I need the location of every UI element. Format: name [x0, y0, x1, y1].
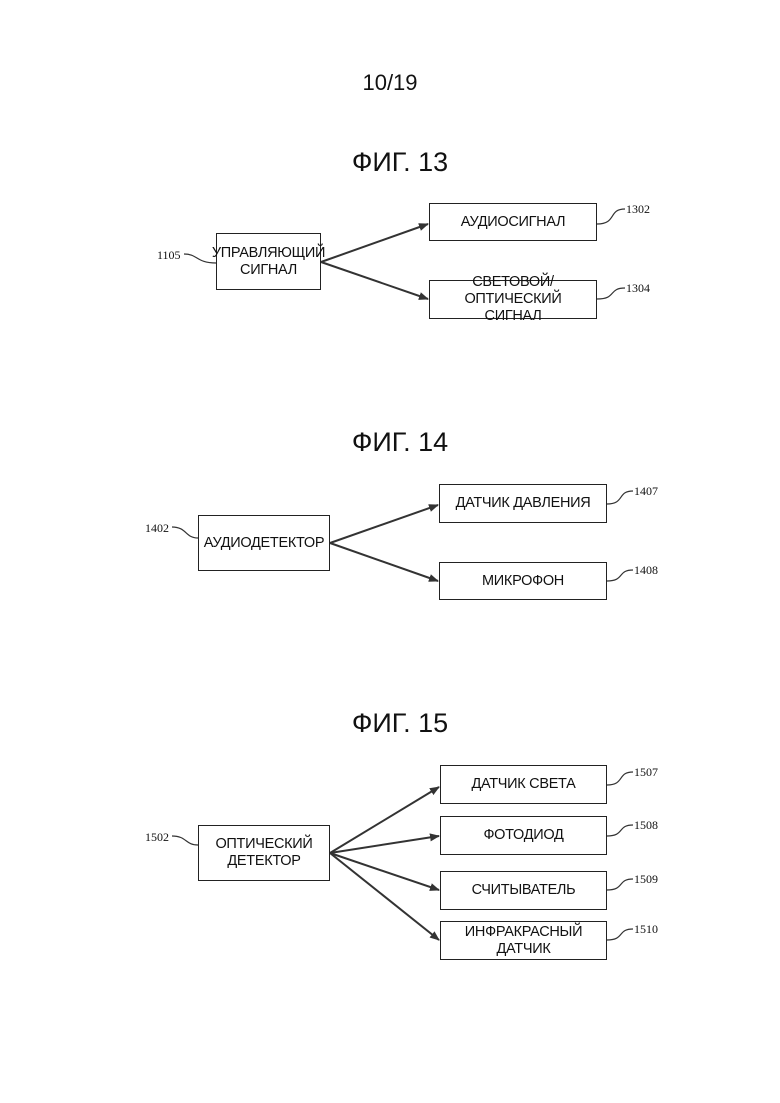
arrow-fig13-to-1304 [321, 262, 428, 299]
page-number: 10/19 [0, 70, 780, 96]
ref-number-1510: 1510 [634, 922, 658, 937]
leader-1509 [607, 879, 633, 890]
arrow-fig15-to-1509 [330, 853, 439, 890]
leader-1402 [172, 527, 198, 538]
leader-1502 [172, 836, 198, 845]
arrow-fig15-to-1507 [330, 787, 439, 853]
arrow-fig14-to-1407 [330, 505, 438, 543]
ref-number-1304: 1304 [626, 281, 650, 296]
diagram-node-microphone: МИКРОФОН [439, 562, 607, 600]
ref-number-1508: 1508 [634, 818, 658, 833]
figure-title-14: ФИГ. 14 [0, 427, 780, 458]
leader-1407 [607, 491, 633, 504]
diagram-node-light-sensor: ДАТЧИК СВЕТА [440, 765, 607, 804]
ref-number-1509: 1509 [634, 872, 658, 887]
arrow-fig13-to-1302 [321, 224, 428, 262]
leader-1408 [607, 570, 633, 581]
leader-1508 [607, 825, 633, 836]
leader-1510 [607, 929, 633, 940]
arrow-fig14-to-1408 [330, 543, 438, 581]
diagram-node-infrared-sensor: ИНФРАКРАСНЫЙ ДАТЧИК [440, 921, 607, 960]
ref-number-1408: 1408 [634, 563, 658, 578]
arrow-fig15-to-1510 [330, 853, 439, 940]
ref-number-1407: 1407 [634, 484, 658, 499]
ref-number-1105: 1105 [157, 248, 181, 263]
ref-number-1402: 1402 [145, 521, 169, 536]
diagram-node-pressure-sensor: ДАТЧИК ДАВЛЕНИЯ [439, 484, 607, 523]
ref-number-1502: 1502 [145, 830, 169, 845]
figure-title-13: ФИГ. 13 [0, 147, 780, 178]
diagram-node-optical-detector: ОПТИЧЕСКИЙ ДЕТЕКТОР [198, 825, 330, 881]
diagram-node-reader: СЧИТЫВАТЕЛЬ [440, 871, 607, 910]
arrow-fig15-to-1508 [330, 836, 439, 853]
diagram-node-optical-signal: СВЕТОВОЙ/ОПТИЧЕСКИЙ СИГНАЛ [429, 280, 597, 319]
leader-1507 [607, 772, 633, 785]
diagram-node-control-signal: УПРАВЛЯЮЩИЙ СИГНАЛ [216, 233, 321, 290]
leader-1302 [597, 209, 625, 224]
diagram-node-audio-detector: АУДИОДЕТЕКТОР [198, 515, 330, 571]
ref-number-1507: 1507 [634, 765, 658, 780]
leader-1304 [597, 288, 625, 299]
diagram-node-audio-signal: АУДИОСИГНАЛ [429, 203, 597, 241]
ref-number-1302: 1302 [626, 202, 650, 217]
figure-title-15: ФИГ. 15 [0, 708, 780, 739]
diagram-node-photodiode: ФОТОДИОД [440, 816, 607, 855]
